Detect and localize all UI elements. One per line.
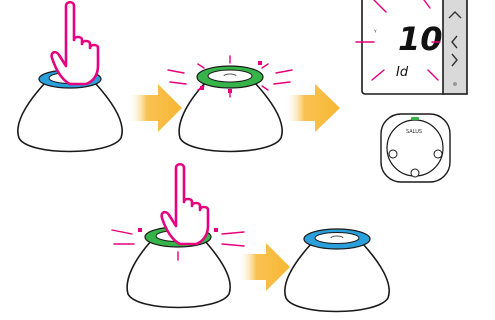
receiver-button-left xyxy=(388,149,398,159)
flash-rays xyxy=(111,228,245,261)
hand-icon xyxy=(160,162,210,246)
power-icon xyxy=(433,149,443,159)
hub-step-2 xyxy=(167,55,293,153)
flash-rays xyxy=(167,55,293,98)
hub-body xyxy=(17,83,123,153)
receiver-unit: SALUS xyxy=(380,113,451,183)
hub-top xyxy=(207,69,253,83)
hub-logo-icon xyxy=(223,73,237,77)
flash-rays xyxy=(355,0,441,81)
chevron-right-icon xyxy=(451,53,458,67)
hand-icon xyxy=(50,0,100,86)
receiver-led-green xyxy=(411,117,419,120)
chevron-up-icon xyxy=(448,11,462,19)
receiver-brand: SALUS xyxy=(406,129,422,135)
hub-top xyxy=(314,232,360,244)
display-number: 10 xyxy=(398,20,443,58)
hub-body xyxy=(284,243,390,313)
hub-body xyxy=(126,239,231,309)
arrow-right-icon xyxy=(128,84,182,132)
display-code: Id xyxy=(396,65,409,80)
arrow-right-icon xyxy=(285,84,340,132)
arrow-right-icon xyxy=(238,243,290,291)
receiver-button-bottom xyxy=(410,168,420,178)
thermostat-display: ᵞ 10 Id xyxy=(355,0,468,95)
display-side-strip xyxy=(442,0,468,95)
hub-body xyxy=(178,83,283,153)
hub-logo-icon xyxy=(330,235,344,239)
hub-step-5 xyxy=(284,228,390,313)
status-dot xyxy=(453,82,457,86)
antenna-icon: ᵞ xyxy=(374,28,377,36)
chevron-left-icon xyxy=(451,35,458,49)
